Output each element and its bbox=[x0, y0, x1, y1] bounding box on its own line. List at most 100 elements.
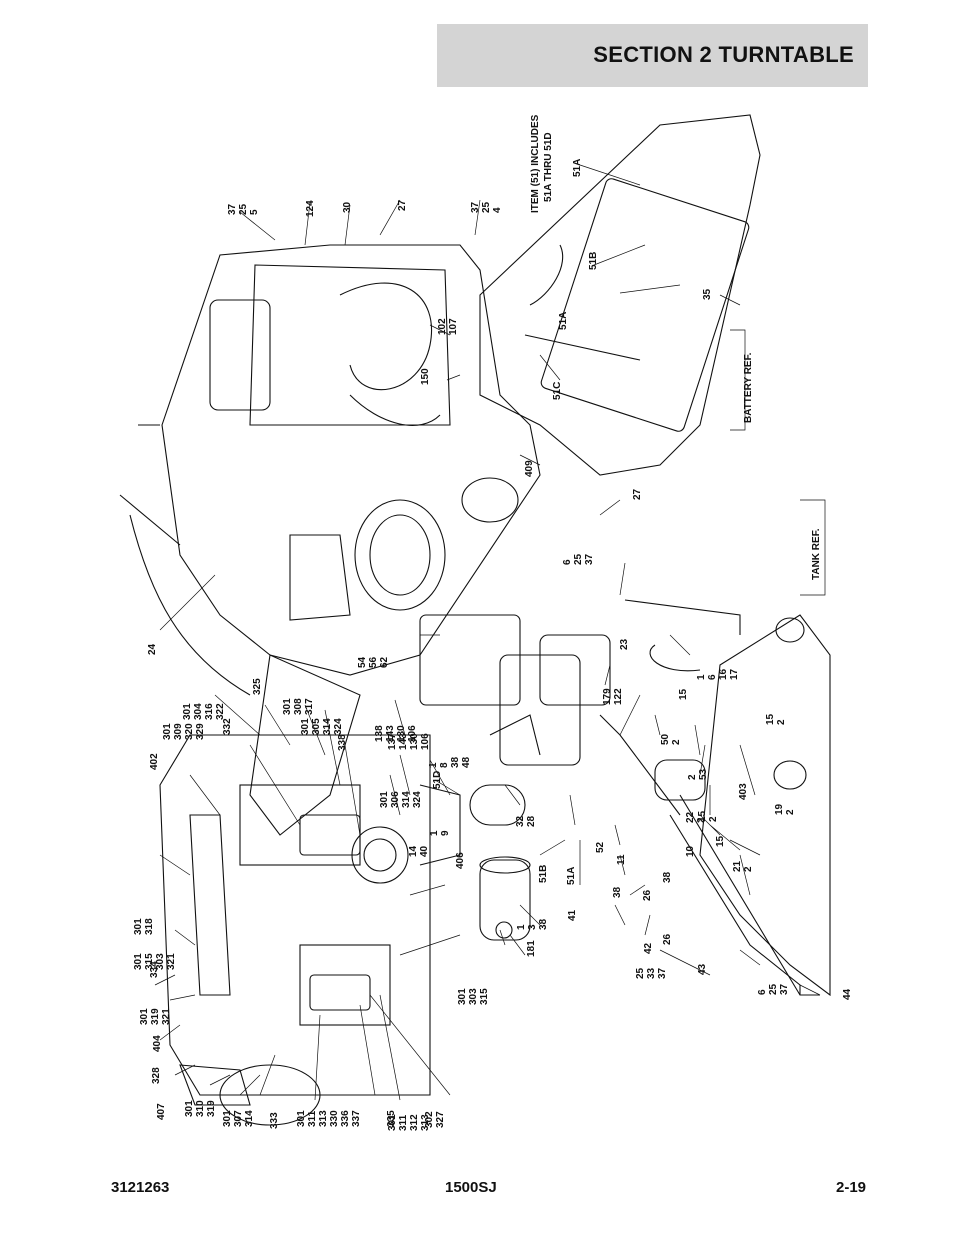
callout-number: 303 bbox=[468, 988, 479, 1005]
callout-number: 314 bbox=[322, 718, 333, 735]
note-line-2: 51A THRU 51D bbox=[543, 132, 554, 202]
callout-group: 15 bbox=[715, 835, 726, 847]
callout-number: 6 bbox=[707, 674, 718, 680]
callout-number: 329 bbox=[195, 723, 206, 740]
callout-number: 11 bbox=[616, 854, 627, 865]
callout-number: 301 bbox=[162, 723, 173, 740]
callout-number: 314 bbox=[401, 791, 412, 808]
callout-number: 327 bbox=[435, 1111, 446, 1128]
callout-number: 406 bbox=[455, 852, 466, 869]
callout-number: 14 bbox=[408, 845, 419, 857]
engine-assembly-outline bbox=[119, 244, 611, 1126]
callout-group: 51B bbox=[538, 865, 549, 883]
footer-model: 1500SJ bbox=[445, 1179, 497, 1196]
callout-number: 2 bbox=[776, 719, 787, 725]
callout-number: 301 bbox=[282, 698, 293, 715]
callout-number: 311 bbox=[398, 1114, 409, 1131]
callout-number: 51B bbox=[588, 252, 599, 270]
callout-number: 6 bbox=[562, 559, 573, 565]
callout-number: 1 bbox=[696, 674, 707, 680]
callout-group: 23 bbox=[619, 638, 630, 650]
section-title: SECTION 2 TURNTABLE bbox=[593, 42, 854, 67]
callout-group: 338 bbox=[337, 734, 348, 751]
callout-number: 53 bbox=[698, 768, 709, 780]
callout-number: 312 bbox=[409, 1114, 420, 1131]
callout-group: 52 bbox=[595, 841, 606, 853]
callout-number: 27 bbox=[632, 488, 643, 500]
callout-group: 409 bbox=[524, 460, 535, 477]
callout-number: 40 bbox=[419, 845, 430, 857]
callout-number: 38 bbox=[612, 886, 623, 898]
callout-number: 334 bbox=[149, 961, 160, 978]
callout-number: 302 bbox=[424, 1111, 435, 1128]
callout-number: 313 bbox=[420, 1114, 431, 1131]
callout-number: 22 bbox=[685, 811, 696, 823]
callout-group: 26 bbox=[662, 933, 673, 945]
callout-group: 333 bbox=[269, 1112, 280, 1129]
callout-number: 317 bbox=[304, 698, 315, 715]
callout-number: 51A bbox=[566, 867, 577, 885]
callout-group: 42 bbox=[643, 942, 654, 954]
callout-number: 37 bbox=[227, 203, 238, 215]
callout-number: 335 bbox=[386, 1110, 397, 1127]
callout-number: 143 bbox=[398, 733, 409, 750]
callout-number: 138 bbox=[374, 725, 385, 742]
callout-group: 51A bbox=[558, 312, 569, 330]
callout-number: 51A bbox=[558, 312, 569, 330]
callout-group: 10 bbox=[685, 845, 696, 857]
callout-group: 325 bbox=[252, 678, 263, 695]
callout-number: 301 bbox=[182, 703, 193, 720]
callout-number: 2 bbox=[687, 774, 698, 780]
callout-number: 32 bbox=[515, 815, 526, 827]
battery-ref-label: BATTERY REF. bbox=[743, 352, 754, 423]
callout-number: 301 bbox=[296, 1110, 307, 1127]
callout-group: 124 bbox=[305, 200, 316, 217]
callout-number: 409 bbox=[524, 460, 535, 477]
callout-group: 181 bbox=[526, 940, 537, 957]
callout-number: 130 bbox=[409, 733, 420, 750]
callout-number: 17 bbox=[729, 668, 740, 680]
callout-number: 44 bbox=[842, 988, 853, 1000]
callout-number: 318 bbox=[144, 918, 155, 935]
callout-number: 309 bbox=[173, 723, 184, 740]
callout-number: 336 bbox=[340, 1110, 351, 1127]
callout-number: 330 bbox=[329, 1110, 340, 1127]
callout-number: 37 bbox=[657, 967, 668, 979]
callout-number: 332 bbox=[222, 718, 233, 735]
callout-number: 301 bbox=[379, 791, 390, 808]
callout-number: 321 bbox=[166, 953, 177, 970]
callout-number: 25 bbox=[635, 967, 646, 979]
callout-number: 62 bbox=[379, 656, 390, 668]
callout-number: 52 bbox=[595, 841, 606, 853]
callout-number: 319 bbox=[206, 1100, 217, 1117]
callout-number: 333 bbox=[269, 1112, 280, 1129]
callout-number: 27 bbox=[397, 199, 408, 211]
callout-number: 402 bbox=[149, 753, 160, 770]
callout-number: 1 bbox=[428, 762, 439, 768]
callout-number: 2 bbox=[743, 866, 754, 872]
callout-group: 51D bbox=[432, 771, 443, 789]
callout-group: 402 bbox=[149, 753, 160, 770]
callout-number: 25 bbox=[481, 201, 492, 213]
callout-number: 28 bbox=[526, 815, 537, 827]
callout-group: 15 bbox=[678, 688, 689, 700]
callout-number: 404 bbox=[152, 1035, 163, 1052]
callout-group: 51C bbox=[552, 382, 563, 400]
callout-number: 301 bbox=[387, 1114, 398, 1131]
callout-number: 130 bbox=[396, 725, 407, 742]
callout-number: 106 bbox=[420, 733, 431, 750]
callout-number: 43 bbox=[697, 963, 708, 975]
